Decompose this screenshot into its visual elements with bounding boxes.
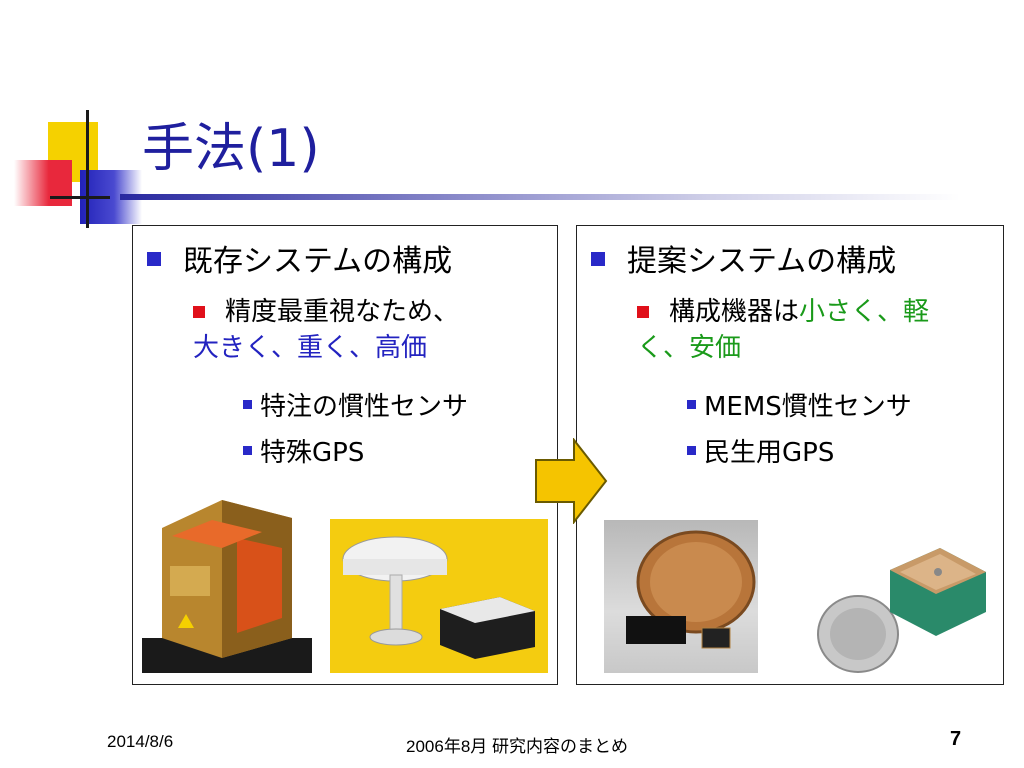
- proposed-system-item-1-label: MEMS慣性センサ: [704, 392, 912, 422]
- existing-system-subpoint-line2: 大きく、重く、高価: [193, 333, 428, 363]
- consumer-gps-module-image: [817, 548, 986, 673]
- inertial-sensor-unit-image: [142, 500, 312, 673]
- proposed-system-heading-row: 提案システムの構成: [591, 236, 896, 280]
- title-underline-rule: [120, 194, 960, 200]
- footer-title: 2006年8月 研究内容のまとめ: [406, 737, 628, 756]
- bullet-square-icon: [147, 251, 161, 266]
- bullet-square-icon: [591, 251, 605, 266]
- proposed-system-subpoint-highlight2: く、安価: [637, 333, 742, 363]
- existing-system-subpoint: 精度最重視なため、 大きく、重く、高価: [193, 294, 543, 366]
- proposed-system-item-2-label: 民生用GPS: [704, 438, 835, 468]
- existing-system-heading-row: 既存システムの構成: [147, 236, 452, 280]
- right-arrow-icon: [535, 438, 608, 524]
- existing-system-item-1-label: 特注の慣性センサ: [260, 392, 469, 422]
- slide-number: 7: [950, 728, 962, 750]
- proposed-system-subpoint-highlight1: 小さく、軽: [799, 297, 930, 327]
- existing-system-item-1: 特注の慣性センサ: [243, 386, 468, 423]
- existing-system-heading: 既存システムの構成: [183, 244, 453, 279]
- proposed-system-heading: 提案システムの構成: [627, 244, 897, 279]
- proposed-system-subpoint: 構成機器は小さく、軽 く、安価: [637, 294, 987, 366]
- bullet-square-icon: [243, 446, 252, 455]
- bullet-square-icon: [637, 306, 649, 318]
- bullet-square-icon: [243, 400, 252, 409]
- existing-system-item-2: 特殊GPS: [243, 432, 364, 469]
- mems-inertial-sensor-image: [604, 520, 758, 673]
- proposed-system-item-2: 民生用GPS: [687, 432, 834, 469]
- existing-system-subpoint-line1: 精度最重視なため、: [225, 297, 460, 327]
- footer-date: 2014/8/6: [107, 732, 174, 751]
- bullet-square-icon: [687, 446, 696, 455]
- slide-title: 手法(1): [142, 119, 320, 179]
- existing-system-item-2-label: 特殊GPS: [260, 438, 365, 468]
- bullet-square-icon: [193, 306, 205, 318]
- proposed-system-subpoint-line1: 構成機器は小さく、軽: [669, 294, 987, 330]
- title-decoration-horizontal-line: [50, 196, 110, 199]
- bullet-square-icon: [687, 400, 696, 409]
- title-decoration-vertical-line: [86, 110, 89, 228]
- title-decoration-red-bar: [14, 160, 72, 206]
- special-gps-receiver-image: [330, 519, 548, 673]
- proposed-system-item-1: MEMS慣性センサ: [687, 386, 912, 423]
- proposed-system-subpoint-prefix: 構成機器は: [669, 297, 800, 327]
